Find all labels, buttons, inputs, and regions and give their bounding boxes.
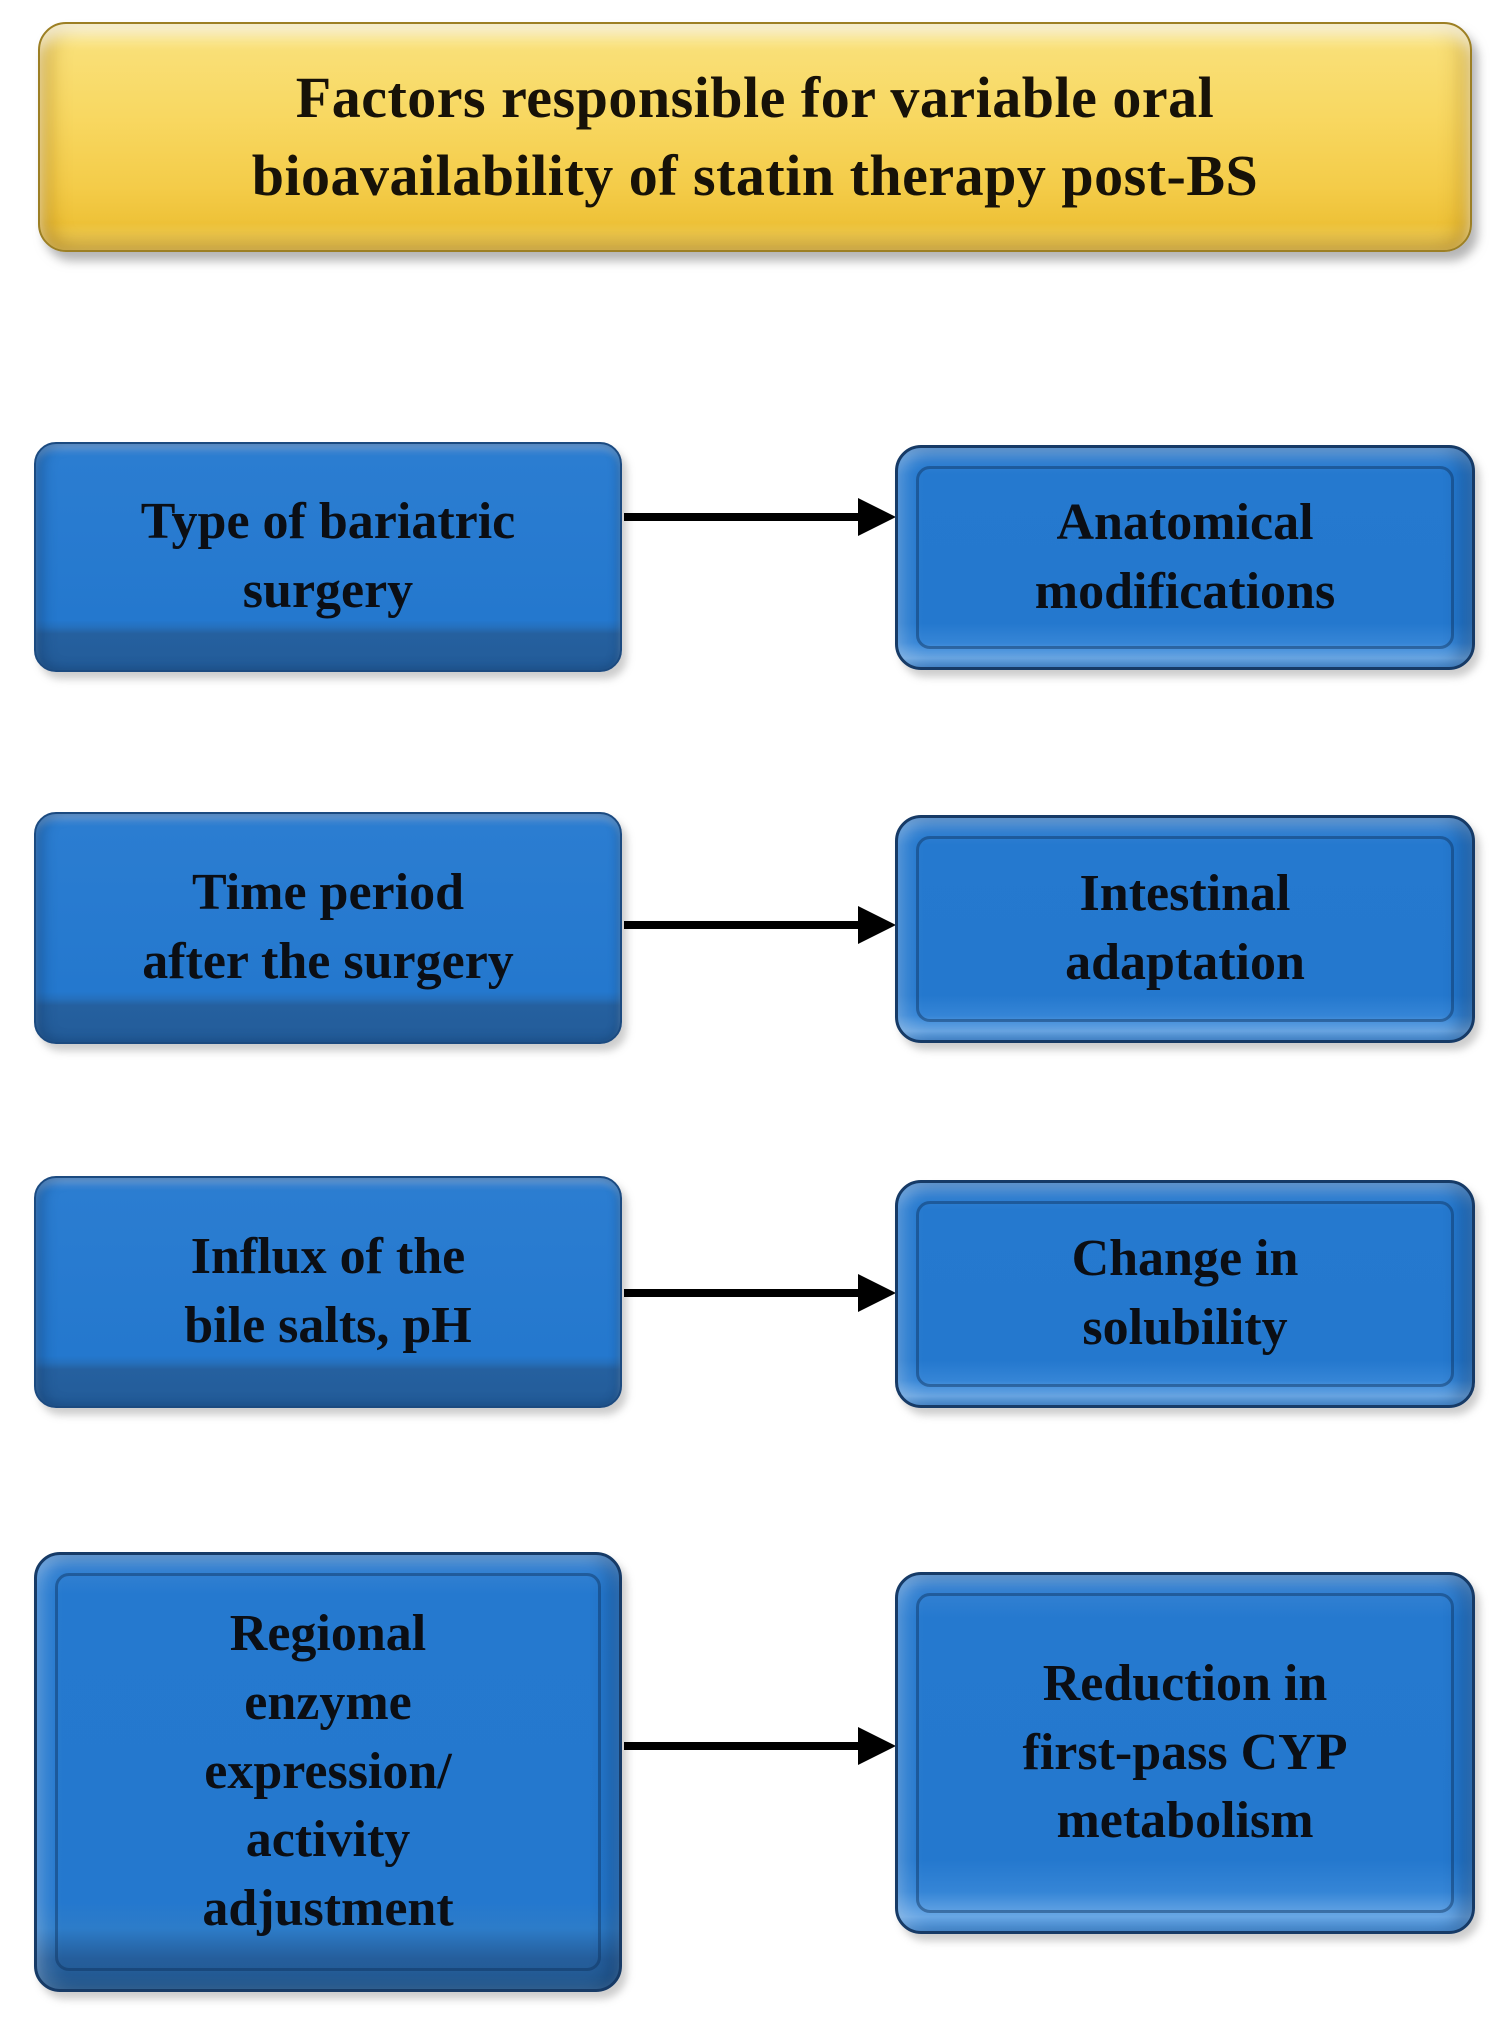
effect-box-reduction-cyp-metabolism: Reduction in first-pass CYP metabolism [895, 1572, 1475, 1934]
right-arrow [624, 1289, 858, 1297]
right-arrow [624, 921, 858, 929]
effect-box-intestinal-adaptation: Intestinal adaptation [895, 815, 1475, 1043]
right-arrow [624, 1742, 858, 1750]
effect-box-label: Change in solubility [1071, 1230, 1299, 1356]
cause-box-label: Type of bariatric surgery [140, 493, 516, 619]
cause-box-label: Time period after the surgery [142, 864, 514, 990]
effect-box-label: Reduction in first-pass CYP metabolism [1022, 1655, 1348, 1850]
title-banner: Factors responsible for variable oral bi… [38, 22, 1472, 252]
right-arrow [624, 513, 858, 521]
cause-box-time-period: Time period after the surgery [34, 812, 622, 1044]
cause-box-type-of-surgery: Type of bariatric surgery [34, 442, 622, 672]
effect-box-label: Anatomical modifications [1034, 493, 1336, 620]
effect-box-anatomical-modifications: Anatomical modifications [895, 445, 1475, 670]
cause-box-regional-enzyme: Regional enzyme expression/ activity adj… [34, 1552, 622, 1992]
effect-box-label: Intestinal adaptation [1065, 865, 1305, 991]
cause-box-label: Regional enzyme expression/ activity adj… [202, 1605, 454, 1937]
cause-box-influx-bile-salts: Influx of the bile salts, pH [34, 1176, 622, 1408]
effect-box-change-in-solubility: Change in solubility [895, 1180, 1475, 1408]
diagram-title: Factors responsible for variable oral bi… [251, 64, 1259, 208]
cause-box-label: Influx of the bile salts, pH [184, 1228, 472, 1354]
